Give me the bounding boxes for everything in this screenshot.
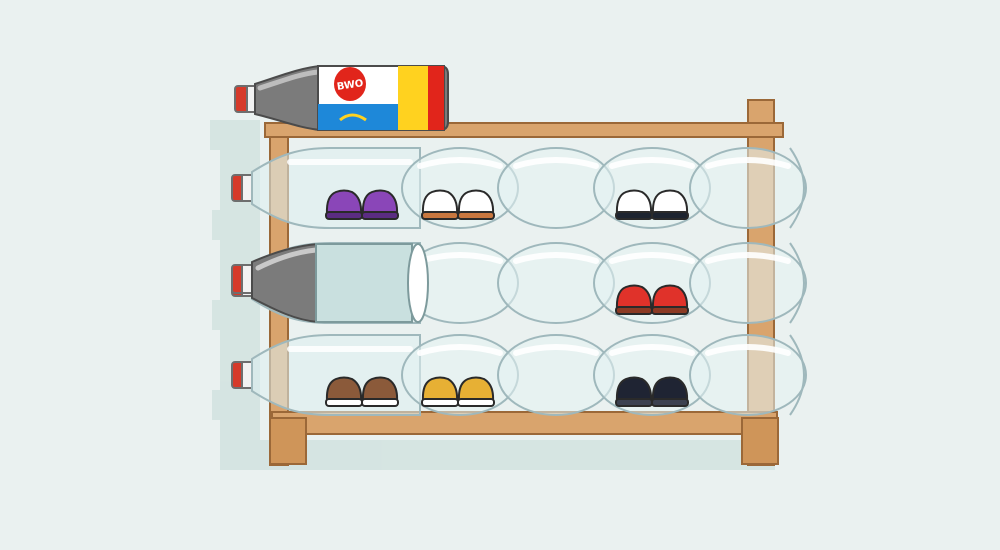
shoe-icon bbox=[325, 376, 363, 402]
shoe-icon bbox=[615, 189, 653, 215]
shoe-icon bbox=[325, 189, 363, 215]
gray-bottle-middle bbox=[231, 243, 429, 323]
top-soda-bottle: BWO bbox=[234, 65, 449, 131]
bottle-segment bbox=[689, 334, 807, 416]
shoe-pairs bbox=[325, 189, 689, 407]
bottle-row-1 bbox=[231, 147, 807, 229]
bottle-segment bbox=[689, 147, 807, 229]
shoe-pair-icon bbox=[325, 189, 399, 220]
bottle-segment bbox=[689, 242, 807, 324]
shoe-pair-icon bbox=[325, 376, 399, 407]
bottle-row-3 bbox=[231, 334, 807, 416]
rack-foot-left bbox=[269, 417, 307, 465]
shoe-icon bbox=[421, 189, 459, 215]
shoe-pair-icon bbox=[615, 189, 689, 220]
rack-foot-right bbox=[741, 417, 779, 465]
shoe-pair-icon bbox=[421, 189, 495, 220]
shoe-icon bbox=[421, 376, 459, 402]
shoe-pair-icon bbox=[615, 376, 689, 407]
shoe-pair-icon bbox=[615, 284, 689, 315]
shoe-icon bbox=[651, 284, 689, 310]
bottle-label-text: BWO bbox=[336, 78, 364, 93]
shoe-icon bbox=[361, 189, 399, 215]
shoe-icon bbox=[361, 376, 399, 402]
shoe-icon bbox=[651, 376, 689, 402]
shoe-icon bbox=[615, 376, 653, 402]
shoe-icon bbox=[457, 189, 495, 215]
shoe-icon bbox=[615, 284, 653, 310]
shoe-pair-icon bbox=[421, 376, 495, 407]
shoe-icon bbox=[457, 376, 495, 402]
shoe-icon bbox=[651, 189, 689, 215]
